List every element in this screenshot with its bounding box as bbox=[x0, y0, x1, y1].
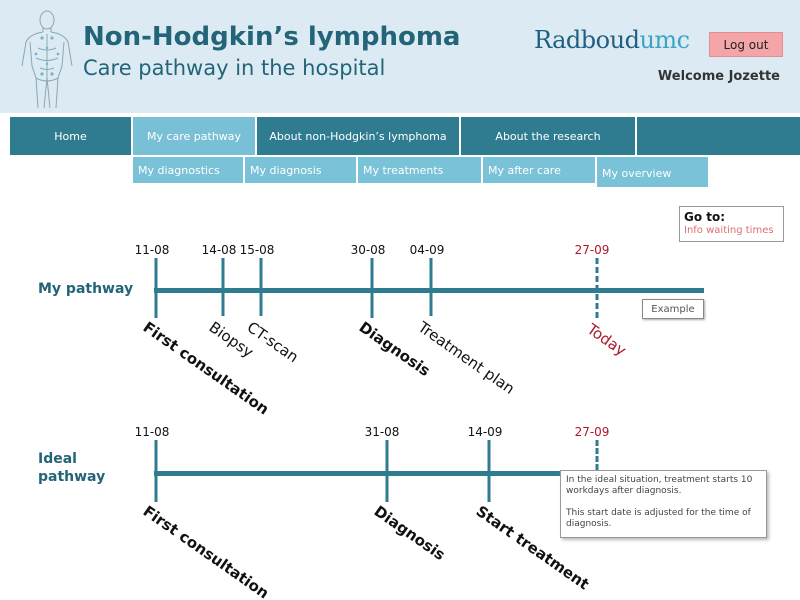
subtab-my-overview[interactable]: My overview bbox=[597, 157, 710, 187]
main-nav: Home My care pathway About non-Hodgkin’s… bbox=[10, 117, 800, 155]
mp-date-today: 27-09 bbox=[574, 243, 610, 257]
ip-label-diagnosis: Diagnosis bbox=[370, 502, 449, 565]
header-banner: Non-Hodgkin’s lymphoma Care pathway in t… bbox=[0, 0, 800, 113]
ip-tick-diagnosis bbox=[385, 440, 389, 502]
ip-label-first-consultation: First consultation bbox=[139, 502, 273, 600]
ideal-pathway-tooltip: In the ideal situation, treatment starts… bbox=[560, 470, 767, 538]
mp-date-diagnosis: 30-08 bbox=[350, 243, 386, 257]
subtab-my-diagnosis[interactable]: My diagnosis bbox=[245, 157, 358, 183]
waiting-times-link[interactable]: Info waiting times bbox=[684, 225, 774, 236]
ideal-pathway-axis bbox=[154, 471, 564, 476]
mp-tick-biopsy bbox=[221, 258, 225, 316]
tab-empty[interactable] bbox=[637, 117, 800, 155]
mp-date-biopsy: 14-08 bbox=[201, 243, 237, 257]
ip-date-start-treatment: 14-09 bbox=[467, 425, 503, 439]
ip-date-today: 27-09 bbox=[574, 425, 610, 439]
mp-date-ct-scan: 15-08 bbox=[239, 243, 275, 257]
goto-box: Go to: Info waiting times bbox=[679, 206, 784, 242]
mp-tick-treatment-plan bbox=[429, 258, 433, 316]
tab-about-lymphoma[interactable]: About non-Hodgkin’s lymphoma bbox=[257, 117, 461, 155]
mp-tick-ct-scan bbox=[259, 258, 263, 316]
my-pathway-axis bbox=[154, 288, 704, 293]
page-title: Non-Hodgkin’s lymphoma bbox=[83, 22, 461, 52]
subtab-my-treatments[interactable]: My treatments bbox=[358, 157, 483, 183]
tab-about-research[interactable]: About the research bbox=[461, 117, 637, 155]
mp-label-today: Today bbox=[583, 320, 630, 360]
mp-label-treatment-plan: Treatment plan bbox=[414, 318, 518, 398]
mp-date-treatment-plan: 04-09 bbox=[409, 243, 445, 257]
subtab-my-diagnostics[interactable]: My diagnostics bbox=[133, 157, 245, 183]
logout-button[interactable]: Log out bbox=[709, 32, 783, 57]
ip-tick-first-consultation bbox=[154, 440, 158, 502]
tab-my-care-pathway[interactable]: My care pathway bbox=[133, 117, 257, 155]
tooltip-text-2: This start date is adjusted for the time… bbox=[566, 508, 751, 529]
welcome-text: Welcome Jozette bbox=[657, 69, 780, 84]
goto-title: Go to: bbox=[684, 210, 726, 224]
ideal-pathway-label-line1: Ideal bbox=[38, 451, 77, 467]
tooltip-text-1: In the ideal situation, treatment starts… bbox=[566, 475, 753, 496]
my-pathway-label: My pathway bbox=[38, 281, 134, 297]
mp-tick-diagnosis bbox=[370, 258, 374, 318]
ideal-pathway-label: Ideal pathway bbox=[38, 450, 105, 486]
ideal-pathway-label-line2: pathway bbox=[38, 469, 106, 485]
brand-logo: Radboudumc bbox=[534, 26, 690, 54]
ip-date-diagnosis: 31-08 bbox=[364, 425, 400, 439]
lymphatic-body-icon bbox=[21, 10, 73, 108]
ip-tick-today bbox=[595, 440, 599, 470]
mp-tick-first-consultation bbox=[154, 258, 158, 318]
mp-date-first-consultation: 11-08 bbox=[134, 243, 170, 257]
subtab-my-after-care[interactable]: My after care bbox=[483, 157, 597, 183]
page-subtitle: Care pathway in the hospital bbox=[83, 56, 386, 80]
tab-home[interactable]: Home bbox=[10, 117, 133, 155]
brand-logo-suffix: umc bbox=[639, 26, 690, 54]
example-button[interactable]: Example bbox=[642, 299, 704, 319]
mp-label-ct-scan: CT-scan bbox=[243, 318, 302, 367]
mp-tick-today bbox=[595, 258, 599, 318]
ip-tick-start-treatment bbox=[487, 440, 491, 502]
brand-logo-main: Radboud bbox=[534, 26, 640, 54]
ip-date-first-consultation: 11-08 bbox=[134, 425, 170, 439]
